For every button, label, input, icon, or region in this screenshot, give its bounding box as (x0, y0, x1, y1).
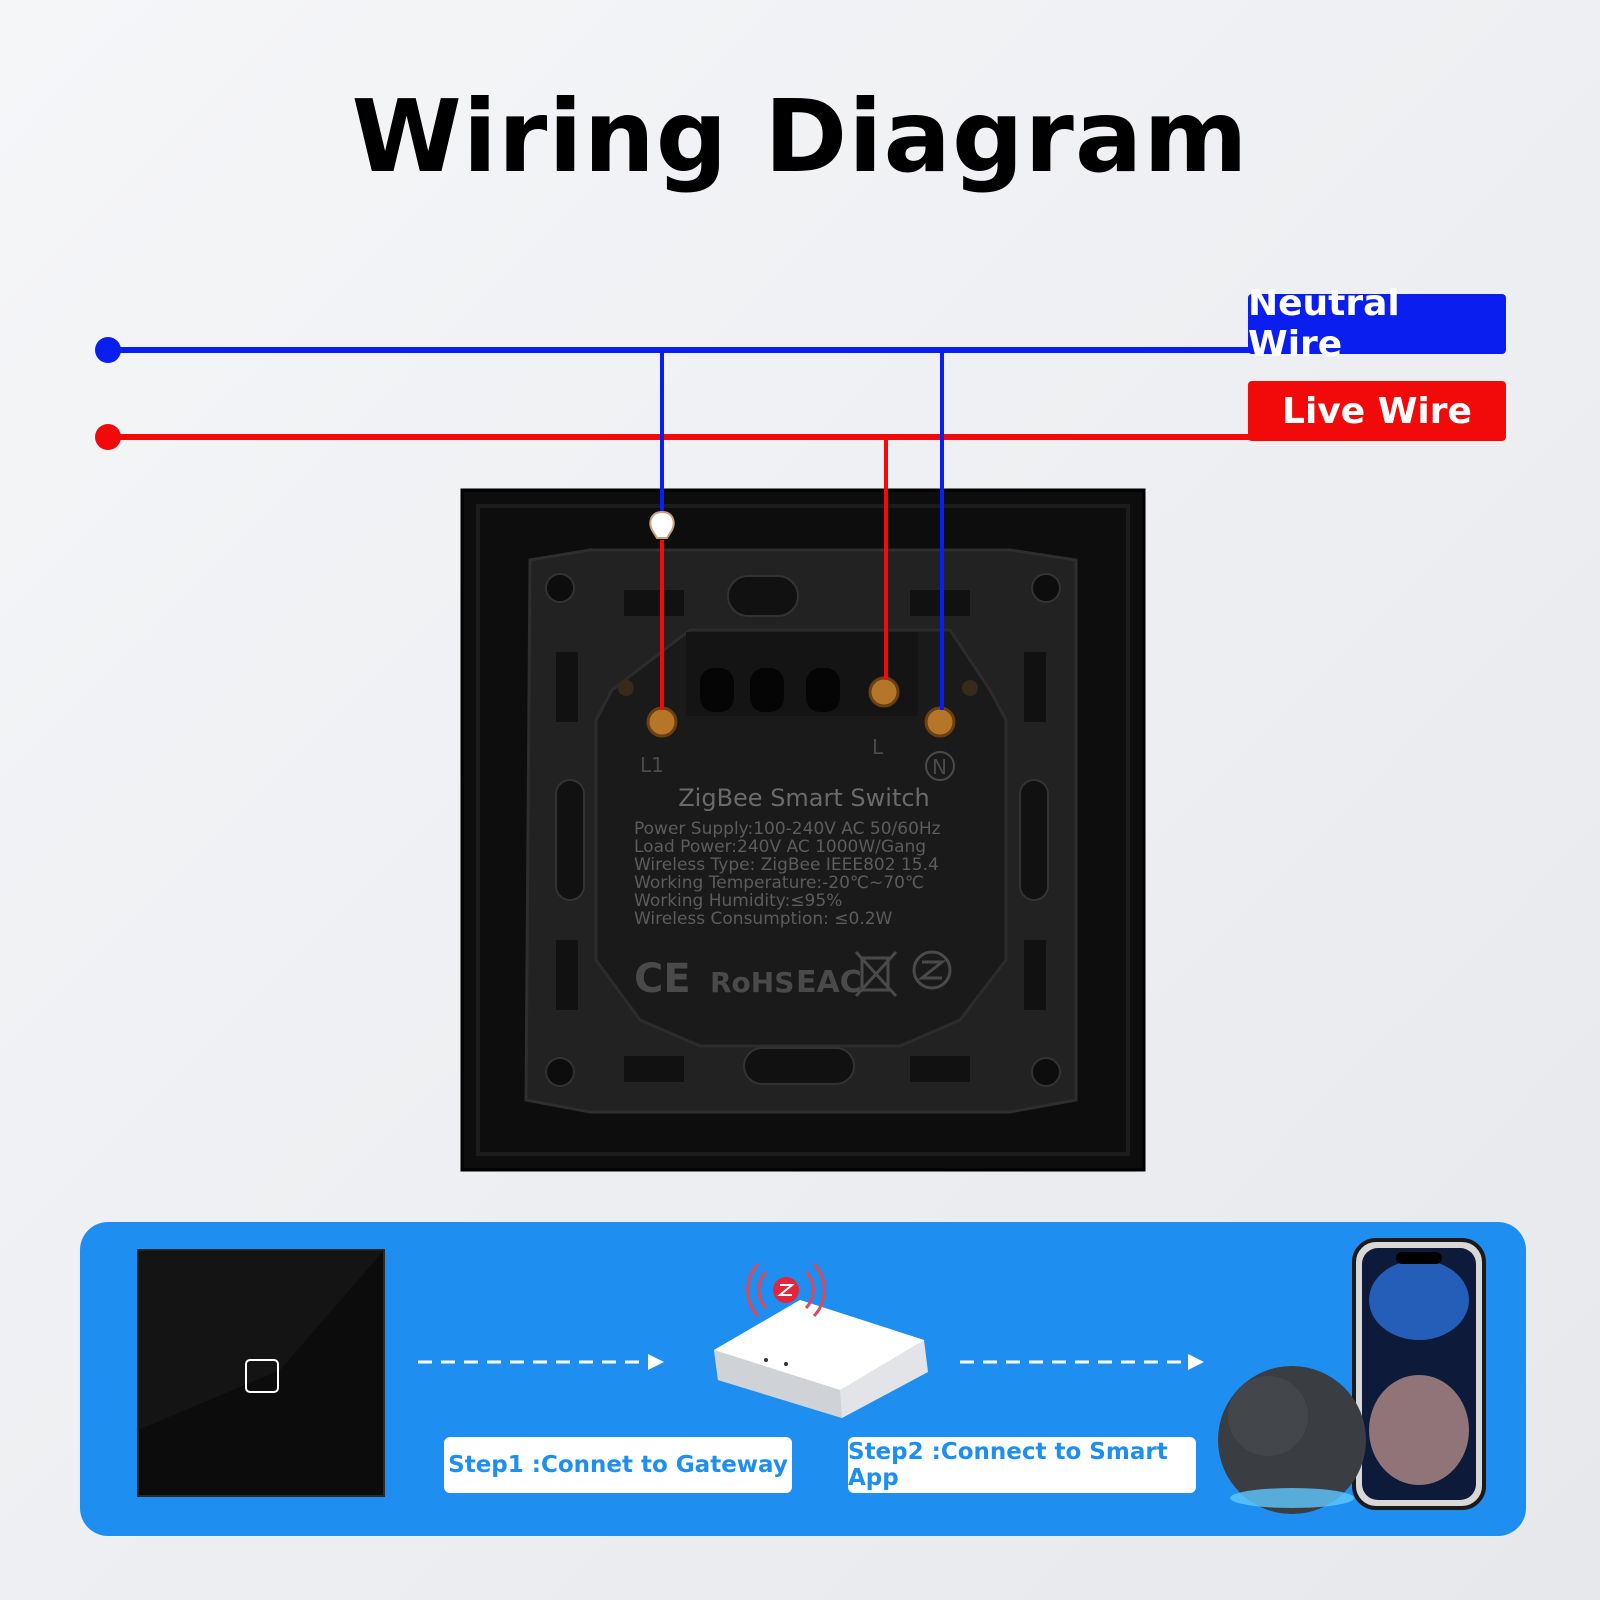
neutral-wire-label: Neutral Wire (1248, 283, 1506, 365)
spec-wireless-consumption: Wireless Consumption: ≤0.2W (634, 909, 893, 929)
page-title: Wiring Diagram (351, 78, 1249, 195)
touch-switch-panel-icon (137, 1249, 385, 1497)
step1-label: Step1 :Connet to Gateway (444, 1437, 792, 1493)
certifications: CE RoHS EAC (634, 950, 952, 1002)
cert-eac: EAC (796, 965, 862, 1000)
cert-rohs: RoHS (710, 966, 794, 999)
lamp-icon (649, 510, 675, 539)
terminal-n-badge (925, 751, 955, 781)
smart-speaker-icon (1218, 1366, 1366, 1514)
neutral-wire-end (95, 337, 121, 363)
spec-working-temperature: Working Temperature:-20℃~70℃ (634, 873, 924, 893)
terminal-label-l: L (872, 735, 884, 759)
arrow-to-gateway-icon (418, 1354, 664, 1370)
live-wire-end (95, 424, 121, 450)
zigbee-gateway-icon (714, 1262, 928, 1418)
terminal-screw-extra-2 (962, 680, 978, 696)
zigbee-logo-icon (912, 950, 952, 990)
spec-load-power: Load Power:240V AC 1000W/Gang (634, 837, 926, 857)
live-wire-label: Live Wire (1248, 381, 1506, 441)
terminal-label-l1: L1 (640, 753, 664, 777)
spec-wireless-type: Wireless Type: ZigBee IEEE802 15.4 (634, 855, 939, 875)
module-specs: Power Supply:100-240V AC 50/60Hz Load Po… (634, 819, 941, 929)
spec-power-supply: Power Supply:100-240V AC 50/60Hz (634, 819, 941, 839)
smartphone-icon (1352, 1238, 1486, 1510)
module-name: ZigBee Smart Switch (678, 784, 930, 812)
terminal-screw-extra (618, 680, 634, 696)
spec-working-humidity: Working Humidity:≤95% (634, 891, 842, 911)
terminal-label-n: N (932, 755, 947, 779)
weee-bin-icon (854, 950, 898, 998)
arrow-to-app-icon (960, 1354, 1204, 1370)
step2-label: Step2 :Connect to Smart App (848, 1437, 1196, 1493)
cert-ce: CE (634, 956, 691, 1002)
